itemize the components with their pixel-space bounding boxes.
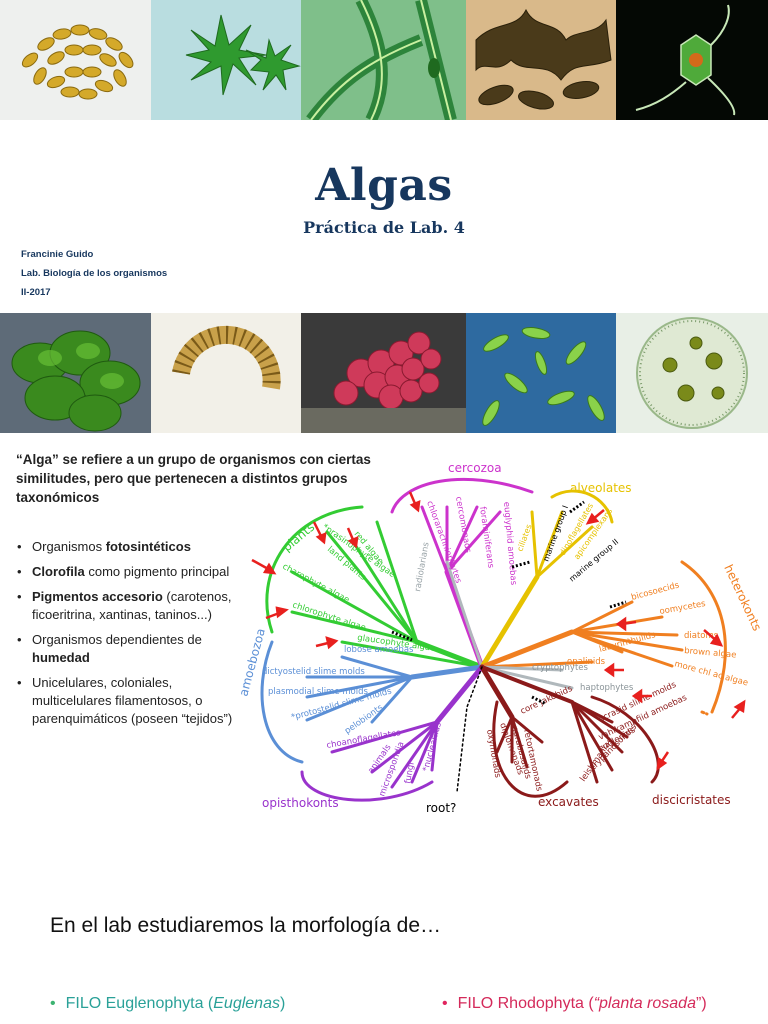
photo-sea-lettuce	[0, 313, 151, 433]
leaf-label: fungi	[403, 762, 417, 785]
photo-red-seaweed	[301, 313, 466, 433]
page-title: Algas	[315, 160, 453, 211]
photo-filamentous-alga	[301, 0, 466, 120]
leaf-label: haptophytes	[580, 683, 634, 693]
photo-brown-seaweed	[466, 0, 616, 120]
arrow-icon	[251, 558, 277, 575]
leaf-label: chlorophyte algae	[291, 600, 367, 633]
leaf-label: radiolarians	[413, 541, 432, 593]
leaf-label: bicosoecids	[630, 580, 681, 603]
dotted-markers	[391, 500, 627, 706]
leaf-label: opalinids	[567, 657, 606, 667]
arrow-icon	[703, 629, 724, 647]
leaf-label: foraminiferans	[477, 506, 496, 569]
leaf-label: charophyte algae	[281, 562, 351, 606]
top-photo-strip	[0, 0, 768, 120]
red-arrows	[251, 491, 746, 771]
leaf-label: brown algae	[684, 646, 737, 661]
arrow-icon	[408, 491, 421, 513]
phylogenetic-tree: plants cercozoa alveolates heterokonts a…	[236, 461, 764, 815]
leaf-label: diatoms	[684, 631, 719, 641]
author-term: II-2017	[21, 287, 51, 298]
leaf-label: plasmodial slime molds	[268, 687, 369, 697]
photo-diatom-colony	[0, 0, 151, 120]
leaf-label: more chl ac algae	[673, 659, 749, 688]
characteristics-list: Organismos fotosintéticos Clorofila como…	[16, 538, 248, 735]
group-label: opisthokonts	[262, 796, 339, 810]
group-label: cercozoa	[448, 461, 502, 475]
group-label: plants	[280, 520, 317, 554]
leaf-label: oomycetes	[659, 599, 707, 617]
page-subtitle: Práctica de Lab. 4	[303, 218, 465, 237]
group-label: excavates	[538, 795, 599, 809]
list-item: Organismos dependientes de humedad	[16, 631, 248, 667]
group-label: heterokonts	[721, 562, 764, 633]
photo-dinoflagellate	[616, 0, 768, 120]
leaf-label: oxymonads	[484, 729, 502, 779]
leaf-label: cryptophytes	[532, 663, 589, 673]
arrow-icon	[631, 688, 652, 704]
leaf-label: marine group II	[568, 537, 621, 583]
arrow-icon	[585, 509, 605, 525]
arrow-icon	[731, 699, 746, 719]
list-item: Pigmentos accesorio (carotenos, ficoerit…	[16, 588, 248, 624]
author-name: Francinie Guido	[21, 249, 94, 260]
arrow-icon	[315, 636, 339, 650]
list-item: Organismos fotosintéticos	[16, 538, 248, 556]
list-item: Unicelulares, coloniales, multicelulares…	[16, 674, 248, 728]
bullet-dot: •	[442, 995, 448, 1012]
middle-photo-strip	[0, 313, 768, 433]
arrow-icon	[312, 521, 327, 545]
bullet-dot: •	[50, 995, 56, 1012]
filo-rhodophyta: •FILO Rhodophyta (“planta rosada”)	[442, 995, 707, 1012]
leaf-label: *nucleariids	[421, 721, 444, 773]
arrow-icon	[615, 616, 637, 632]
author-course: Lab. Biología de los organismos	[21, 268, 168, 279]
root-label: root?	[426, 801, 456, 815]
arrow-icon	[265, 606, 289, 620]
group-label: alveolates	[570, 481, 632, 495]
leaf-label: lobose amoebas	[344, 645, 414, 655]
leaf-label: ciliates	[515, 523, 533, 553]
arrow-icon	[656, 751, 670, 771]
leaf-label: euglyphid amoebas	[501, 501, 518, 586]
photo-green-desmid	[151, 0, 301, 120]
leaf-label: dictyostelid slime molds	[262, 667, 365, 677]
intro-text: “Alga” se refiere a un grupo de organism…	[16, 452, 371, 505]
group-label: discicristates	[652, 793, 731, 807]
list-item: Clorofila como pigmento principal	[16, 563, 248, 581]
filo-euglenophyta: •FILO Euglenophyta (Euglenas)	[50, 995, 286, 1012]
section-heading: En el lab estudiaremos la morfología de…	[50, 914, 442, 937]
arrow-icon	[603, 662, 624, 678]
photo-volvox	[616, 313, 768, 433]
arrow-icon	[346, 527, 359, 549]
photo-euglenoids	[466, 313, 616, 433]
photo-diatom-ring	[151, 313, 301, 433]
